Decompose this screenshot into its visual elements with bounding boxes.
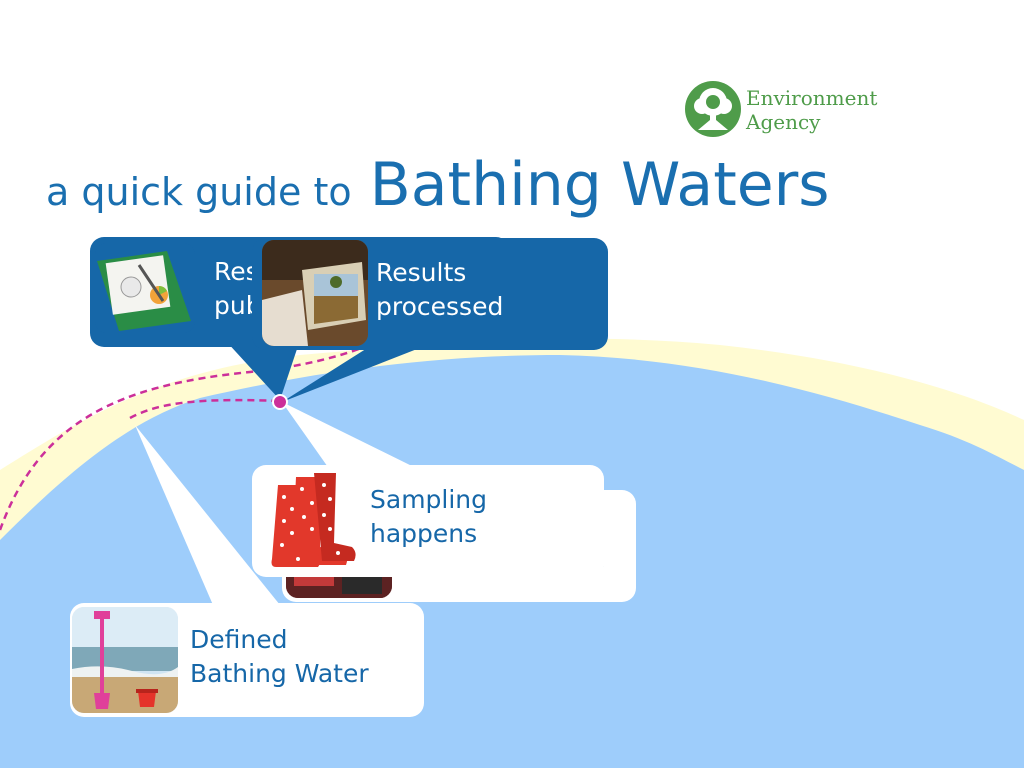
- sampling-point-marker: [272, 394, 288, 410]
- published-pointer: [225, 340, 300, 400]
- sampling-pointer: [282, 402, 420, 470]
- field-photo-icon: [262, 240, 368, 346]
- sampling-line-2: happens: [370, 519, 478, 548]
- defined-line-1: Defined: [190, 625, 288, 654]
- beach-spade-icon: [72, 607, 178, 713]
- sampling-happens-card: Sampling happens: [252, 465, 604, 577]
- defined-bathing-water-card: Defined Bathing Water: [70, 603, 424, 717]
- processed-label: Results processed: [376, 256, 503, 324]
- results-processed-card: Results processed: [252, 238, 608, 350]
- sampling-line-1: Sampling: [370, 485, 488, 514]
- processed-line-2: processed: [376, 292, 504, 321]
- defined-pointer: [135, 425, 280, 605]
- red-boots-icon: [258, 469, 358, 573]
- processed-line-1: Results: [376, 258, 467, 287]
- tree-logo-icon: [685, 81, 741, 137]
- defined-label: Defined Bathing Water: [190, 623, 369, 691]
- title-main: Bathing Waters: [369, 150, 830, 220]
- sampling-label: Sampling happens: [370, 483, 487, 551]
- logo-line-2: Agency: [746, 110, 821, 134]
- page-title: a quick guide to Bathing Waters: [46, 150, 830, 220]
- title-prefix: a quick guide to: [46, 170, 352, 214]
- defined-line-2: Bathing Water: [190, 659, 369, 688]
- documents-icon: [95, 243, 195, 333]
- logo-line-1: Environment: [746, 86, 878, 110]
- environment-agency-logo: Environment Agency: [684, 80, 904, 140]
- processed-pointer: [282, 340, 440, 402]
- sampling-route-inner: [129, 398, 281, 420]
- logo-wordmark: Environment Agency: [746, 86, 877, 134]
